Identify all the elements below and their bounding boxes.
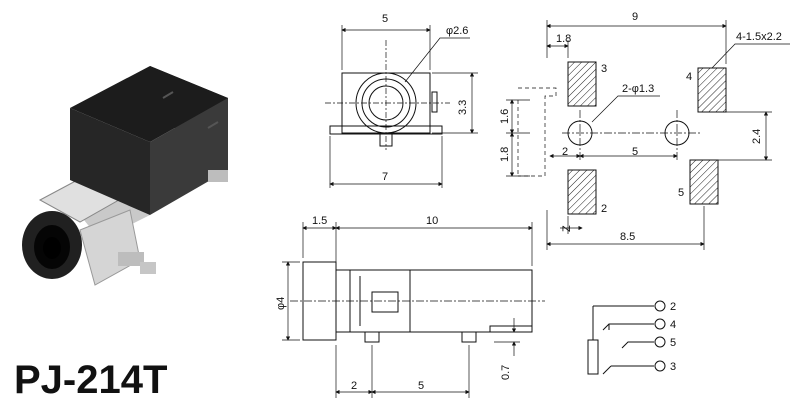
front-view (325, 25, 478, 188)
fp-lower-span: 8.5 (620, 231, 635, 243)
pad-4-number: 4 (686, 71, 692, 83)
fp-width-label: 9 (632, 11, 638, 23)
side-body-label: 10 (426, 215, 438, 227)
model-title: PJ-214T (14, 358, 167, 402)
fp-pitch-label: 5 (632, 146, 638, 158)
pad-3-number: 3 (601, 63, 607, 75)
fp-pad-size-label: 4-1.5x2.2 (736, 31, 782, 43)
pin-schematic (587, 300, 666, 375)
side-pin-offset-label: 2 (351, 380, 357, 392)
side-pin-pitch-label: 5 (418, 380, 424, 392)
side-tip-label: 1.5 (312, 215, 327, 227)
schematic-pin-2: 2 (670, 301, 676, 313)
pad-2-number: 2 (601, 203, 607, 215)
product-3d-illustration (22, 66, 228, 286)
fp-edge-mark: Z (561, 225, 573, 232)
pcb-footprint (506, 20, 790, 250)
pad-2 (567, 169, 597, 215)
side-tab-height-label: 0.7 (500, 365, 512, 380)
fp-hole-spacing-v: 1.8 (499, 147, 511, 162)
side-diameter-label: φ4 (275, 297, 287, 310)
fp-row-spacing: 2.4 (751, 129, 763, 144)
front-height-label: 3.3 (457, 100, 469, 115)
fp-inner-gap: 2 (562, 146, 568, 158)
pad-5 (689, 159, 719, 205)
front-width-label: 5 (382, 13, 388, 25)
schematic-pin-5: 5 (670, 337, 676, 349)
pad-4 (697, 67, 727, 113)
schematic-pin-4: 4 (670, 319, 676, 331)
fp-hole-spacing-h: 1.6 (499, 109, 511, 124)
front-base-label: 7 (382, 171, 388, 183)
pad-3 (567, 61, 597, 107)
pad-5-number: 5 (678, 187, 684, 199)
fp-offset-label: 1.8 (556, 33, 571, 45)
schematic-pin-3: 3 (670, 361, 676, 373)
fp-hole-label: 2-φ1.3 (622, 83, 654, 95)
front-hole-label: φ2.6 (446, 25, 468, 37)
side-view (282, 222, 545, 398)
